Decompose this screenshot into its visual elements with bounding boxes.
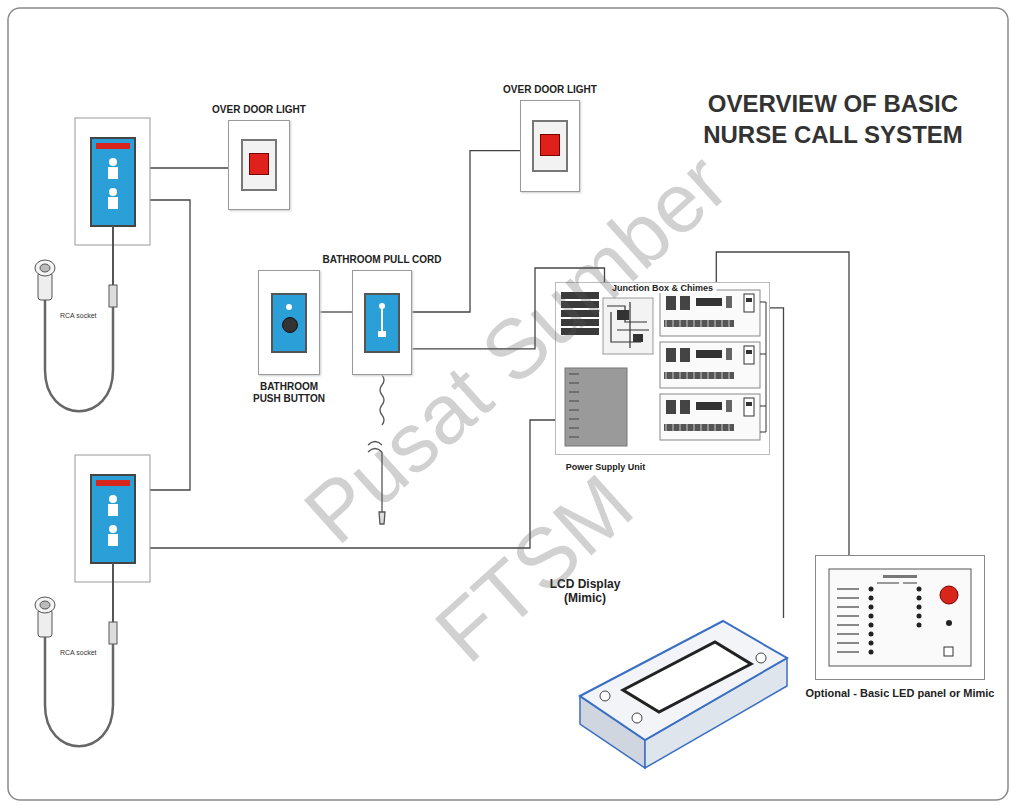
node-illustration [555, 282, 770, 455]
node-box: BATHROOM PULL CORD [352, 270, 412, 375]
wires [150, 168, 555, 548]
part-label: RCA socket [60, 649, 97, 656]
node-label: Optional - Basic LED panel or Mimic [806, 687, 995, 700]
node-box: Junction Box & ChimesPower Supply Unit [555, 282, 770, 455]
node-box: LCD Display (Mimic) [575, 618, 790, 770]
node-label: OVER DOOR LIGHT [212, 104, 306, 116]
diagram-title: OVERVIEW OF BASIC NURSE CALL SYSTEM [702, 88, 964, 150]
node-illustration [521, 101, 579, 191]
node-label: LCD Display (Mimic) [547, 578, 623, 606]
bedside-call-unit [35, 118, 150, 411]
part-label: RCA socket [60, 312, 97, 319]
node-box: Optional - Basic LED panel or Mimic [815, 555, 985, 680]
node-label: Junction Box & Chimes [609, 283, 716, 293]
node-label: Power Supply Unit [566, 462, 646, 472]
wire-connector [770, 308, 784, 618]
node-label: BATHROOM PUSH BUTTON [249, 381, 329, 404]
node-box: OVER DOOR LIGHT [228, 120, 290, 210]
wire-connector [412, 151, 520, 312]
pull-cord-string [368, 375, 385, 524]
bedside-call-unit [35, 455, 150, 746]
node-illustration [575, 618, 790, 770]
node-illustration [259, 271, 319, 374]
node-label: OVER DOOR LIGHT [503, 84, 597, 96]
watermark: FTSM [417, 456, 652, 681]
wire-connector [320, 311, 352, 312]
node-illustration [229, 121, 289, 209]
node-box: OVER DOOR LIGHT [520, 100, 580, 192]
node-label: BATHROOM PULL CORD [322, 254, 441, 266]
outer-frame [8, 8, 1008, 800]
node-illustration [353, 271, 411, 374]
node-illustration [815, 555, 985, 680]
node-box: BATHROOM PUSH BUTTON [258, 270, 320, 375]
